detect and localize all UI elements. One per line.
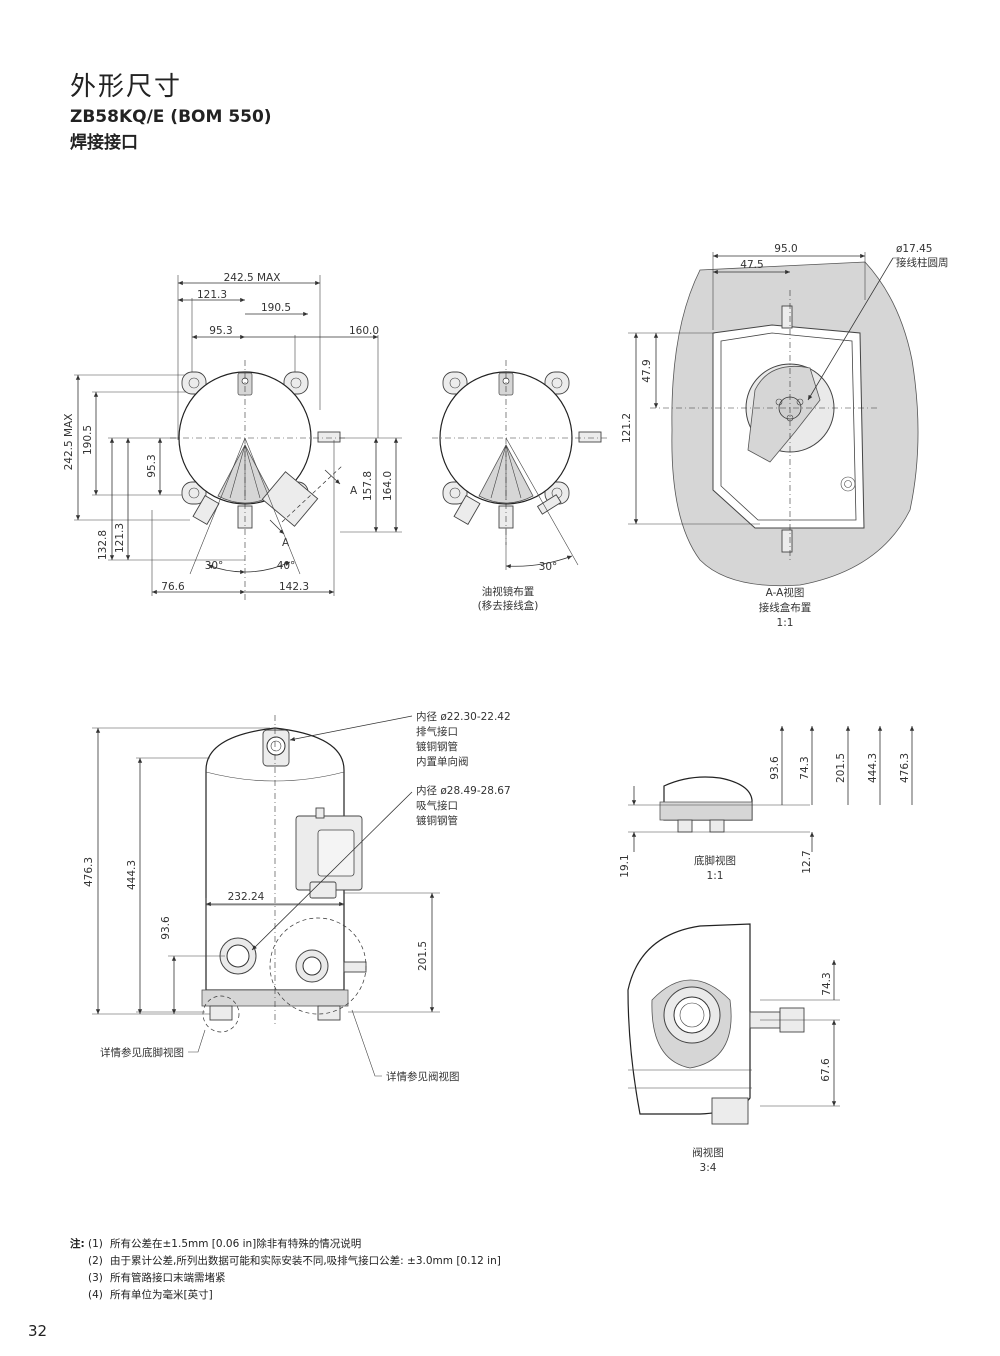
note-text: 所有管路接口末端需堵紧 (110, 1272, 226, 1284)
view-a-a: 95.0 47.5 47.9 121.2 ø17.45 接线柱圆周 A-A视图 … (621, 243, 949, 629)
foot-view: 19.1 12.7 93.6 74.3 201.5 444.3 476.3 底脚… (619, 726, 915, 882)
angle-40: 40° (277, 560, 296, 572)
caption-foot-scale: 1:1 (707, 870, 724, 882)
note-text: 所有单位为毫米[英寸] (110, 1289, 213, 1301)
dim-foot-93-6: 93.6 (769, 756, 781, 780)
dim-121-2: 121.2 (621, 413, 633, 443)
dim-v-164-0: 164.0 (382, 471, 394, 501)
valve-view: 74.3 67.6 阀视图 3:4 (627, 923, 840, 1174)
note-text: 所有公差在±1.5mm [0.06 in]除非有特殊的情况说明 (110, 1238, 362, 1250)
dim-v-121-3: 121.3 (114, 523, 126, 553)
top-view-middle: 30° 油视镜布置 (移去接线盒) (432, 360, 610, 612)
discharge-material: 镀铜钢管 (416, 740, 458, 753)
dim-201-5: 201.5 (417, 941, 429, 971)
callout-diameter: ø17.45 (896, 243, 932, 255)
dim-142-3: 142.3 (279, 581, 309, 593)
dim-foot-74-3: 74.3 (799, 756, 811, 779)
note-num: (1) (88, 1238, 103, 1250)
caption-sight-glass-note: (移去接线盒) (478, 599, 539, 612)
model-number: ZB58KQ/E (BOM 550) (70, 107, 272, 127)
discharge-label: 排气接口 (416, 725, 458, 738)
notes: 注:(1) 所有公差在±1.5mm [0.06 in]除非有特殊的情况说明 (2)… (70, 1236, 501, 1304)
dim-v-157-8: 157.8 (362, 471, 374, 501)
suction-label: 吸气接口 (416, 799, 458, 812)
caption-foot-view: 底脚视图 (694, 854, 736, 867)
dim-foot-444-3: 444.3 (867, 753, 879, 783)
dim-height-max: 242.5 MAX (63, 414, 75, 471)
dim-47-9: 47.9 (641, 359, 653, 382)
dim-76-6: 76.6 (161, 581, 185, 593)
section-mark-a2: A (282, 537, 290, 549)
dim-v-95-3: 95.3 (146, 454, 158, 477)
dim-476-3: 476.3 (83, 857, 95, 887)
caption-aa-view: A-A视图 (766, 586, 805, 599)
discharge-diameter: 内径 ø22.30-22.42 (416, 710, 511, 723)
dim-12-7: 12.7 (801, 850, 813, 873)
caption-scale-1-1: 1:1 (777, 617, 794, 629)
dim-47-5: 47.5 (740, 259, 763, 271)
page-title: 外形尺寸 (70, 72, 183, 102)
note-num: (3) (88, 1272, 103, 1284)
note-text: 由于累计公差,所列出数据可能和实际安装不同,吸排气接口公差: ±3.0mm [0… (110, 1255, 501, 1267)
dim-232-24: 232.24 (228, 891, 265, 903)
side-view: 476.3 444.3 93.6 232.24 201.5 内径 ø22.30-… (83, 710, 511, 1083)
dim-valve-74-3: 74.3 (821, 972, 833, 995)
callout-terminal-circle: 接线柱圆周 (896, 256, 949, 269)
page-number: 32 (28, 1322, 48, 1340)
top-view-left: 242.5 MAX 121.3 190.5 95.3 160.0 242.5 M… (63, 272, 402, 600)
dim-v-190-5: 190.5 (82, 425, 94, 455)
dim-444-3: 444.3 (126, 860, 138, 890)
ref-foot-view: 详情参见底脚视图 (100, 1046, 184, 1059)
discharge-check-valve: 内置单向阀 (416, 755, 469, 768)
caption-sight-glass: 油视镜布置 (482, 585, 535, 598)
dim-160-0: 160.0 (349, 325, 379, 337)
caption-valve-view: 阀视图 (692, 1146, 724, 1159)
dim-95-3: 95.3 (209, 325, 232, 337)
angle-30-mid: 30° (539, 561, 558, 573)
note-num: (2) (88, 1255, 103, 1267)
caption-junction-box: 接线盒布置 (759, 601, 812, 614)
dim-width-max: 242.5 MAX (224, 272, 281, 284)
ref-valve-view: 详情参见阀视图 (386, 1070, 460, 1083)
dim-19-1: 19.1 (619, 854, 631, 877)
suction-material: 镀铜钢管 (416, 814, 458, 827)
section-mark-a1: A (350, 485, 358, 497)
caption-valve-scale: 3:4 (700, 1162, 717, 1174)
dim-190-5: 190.5 (261, 302, 291, 314)
dim-valve-67-6: 67.6 (820, 1058, 832, 1082)
connection-type: 焊接接口 (70, 133, 138, 153)
dim-v-132-8: 132.8 (97, 530, 109, 560)
dim-93-6: 93.6 (160, 916, 172, 940)
dim-foot-201-5: 201.5 (835, 753, 847, 783)
dim-95-0: 95.0 (774, 243, 797, 255)
note-num: (4) (88, 1289, 103, 1301)
notes-label: 注: (70, 1238, 85, 1250)
suction-diameter: 内径 ø28.49-28.67 (416, 784, 511, 797)
dim-foot-476-3: 476.3 (899, 753, 911, 783)
angle-30: 30° (205, 560, 224, 572)
dim-121-3: 121.3 (197, 289, 227, 301)
